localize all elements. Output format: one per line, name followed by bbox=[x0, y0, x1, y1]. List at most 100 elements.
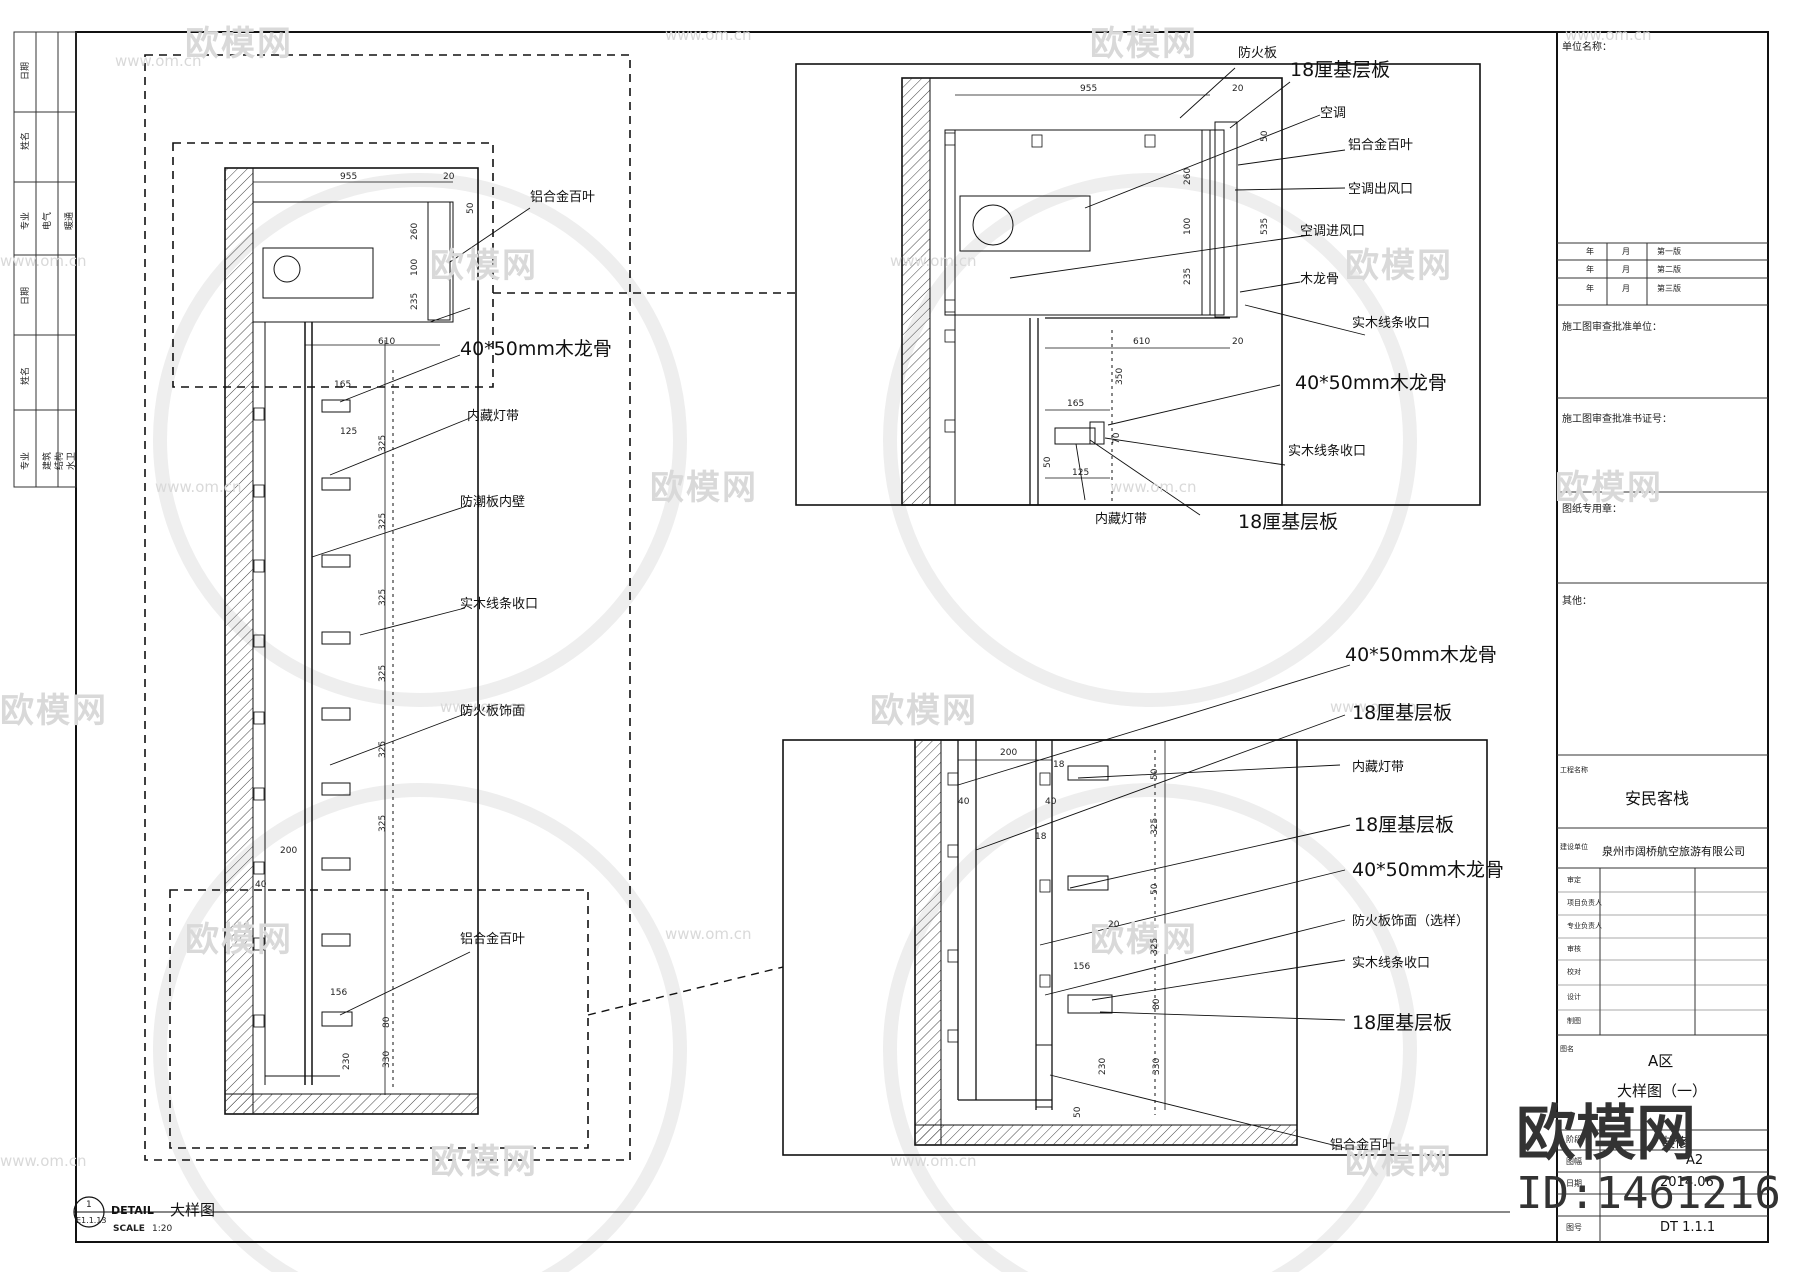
sign-row-label: 项目负责人 bbox=[1567, 899, 1602, 907]
dimension-label: 200 bbox=[280, 846, 298, 856]
watermark-logo: 欧模网 bbox=[870, 691, 978, 731]
callout-label: 铝合金百叶 bbox=[530, 190, 596, 205]
dimension-label: 50 bbox=[1150, 768, 1160, 780]
watermark-url: www.om.cn bbox=[155, 478, 242, 496]
revision-month: 月 bbox=[1622, 265, 1630, 274]
callout-label: 40*50mm木龙骨 bbox=[1345, 644, 1497, 666]
scale-value: 1:20 bbox=[152, 1224, 173, 1234]
dimension-label: 535 bbox=[1260, 217, 1270, 235]
watermark-stamp-name: 欧模网 bbox=[1516, 1099, 1696, 1169]
dimension-label: 18 bbox=[1053, 760, 1065, 770]
callout-label: 铝合金百叶 bbox=[1348, 138, 1414, 153]
dimension-label: 20 bbox=[1232, 84, 1244, 94]
strip-label: 日期 bbox=[21, 61, 31, 80]
revision-year: 年 bbox=[1586, 284, 1594, 293]
strip-label: 姓名 bbox=[21, 366, 31, 385]
callout-label: 18厘基层板 bbox=[1354, 814, 1455, 836]
date-label: 日期 bbox=[1566, 1179, 1582, 1188]
dimension-label: 50 bbox=[1043, 456, 1053, 468]
dimension-label: 40 bbox=[958, 797, 970, 807]
watermark-url: www.om.cn bbox=[665, 925, 752, 943]
sign-row-label: 审核 bbox=[1567, 945, 1581, 953]
other-label: 其他： bbox=[1562, 596, 1592, 607]
dimension-label: 350 bbox=[1115, 367, 1125, 385]
dimension-label: 200 bbox=[1000, 748, 1018, 758]
dimension-label: 325 bbox=[378, 512, 388, 530]
watermark-logo: 欧模网 bbox=[1345, 1142, 1453, 1182]
dimension-label: 18 bbox=[1035, 832, 1047, 842]
dimension-label: 100 bbox=[410, 258, 420, 276]
detail-number: 1 bbox=[86, 1200, 92, 1210]
dimension-label: 610 bbox=[1133, 337, 1151, 347]
dimension-label: 20 bbox=[1232, 337, 1244, 347]
callout-label: 40*50mm木龙骨 bbox=[1352, 859, 1504, 881]
stage-value: 装修 bbox=[1662, 1136, 1689, 1151]
project-label: 工程名称 bbox=[1560, 766, 1588, 774]
drawing-name-2: 大样图（一） bbox=[1617, 1082, 1708, 1100]
dimension-label: 260 bbox=[410, 222, 420, 240]
size-value: A2 bbox=[1686, 1153, 1704, 1168]
date-value: 2014.06 bbox=[1660, 1175, 1714, 1190]
revision-label: 第一版 bbox=[1657, 247, 1681, 256]
title-block-lines bbox=[1557, 242, 1768, 1242]
callout-label: 空调进风口 bbox=[1300, 224, 1366, 239]
dimension-label: 325 bbox=[378, 588, 388, 606]
watermark-url: www.om.cn bbox=[890, 1152, 977, 1170]
review-unit-label: 施工图审查批准单位： bbox=[1562, 322, 1662, 333]
dimension-label: 156 bbox=[1073, 962, 1091, 972]
revision-year: 年 bbox=[1586, 247, 1594, 256]
dimension-label: 156 bbox=[330, 988, 348, 998]
watermark-url: www.om.cn bbox=[665, 26, 752, 44]
callout-label: 18厘基层板 bbox=[1352, 1012, 1453, 1034]
callout-label: 18厘基层板 bbox=[1290, 59, 1391, 81]
size-label: 图幅 bbox=[1566, 1157, 1582, 1166]
left-detail bbox=[144, 54, 631, 1161]
strip-label: 专业 bbox=[21, 451, 31, 470]
watermark-logo: 欧模网 bbox=[430, 1142, 538, 1182]
dimension-label: 955 bbox=[340, 172, 358, 182]
detail-sheet-ref: E1.1.13 bbox=[76, 1216, 107, 1225]
watermark-logo: 欧模网 bbox=[430, 246, 538, 286]
revision-month: 月 bbox=[1622, 284, 1630, 293]
scale-label: SCALE bbox=[113, 1224, 145, 1234]
callout-label: 铝合金百叶 bbox=[460, 932, 526, 947]
drawing-label: 图名 bbox=[1560, 1045, 1574, 1053]
watermark-logo: 欧模网 bbox=[0, 691, 108, 731]
sign-row-label: 设计 bbox=[1567, 993, 1581, 1001]
dimension-label: 325 bbox=[378, 740, 388, 758]
watermark-url: www.om.cn bbox=[1565, 26, 1652, 44]
sign-row-label: 专业负责人 bbox=[1567, 922, 1602, 930]
callout-label: 防潮板内壁 bbox=[460, 495, 526, 510]
callout-label: 防火板 bbox=[1238, 46, 1278, 61]
callout-label: 40*50mm木龙骨 bbox=[1295, 372, 1447, 394]
dimension-label: 230 bbox=[342, 1052, 352, 1070]
dimension-label: 50 bbox=[1150, 883, 1160, 895]
watermark-logo: 欧模网 bbox=[1090, 24, 1198, 64]
dimension-label: 325 bbox=[1150, 937, 1160, 955]
callout-label: 防火板饰面 bbox=[460, 704, 526, 719]
callout-label: 木龙骨 bbox=[1300, 272, 1340, 287]
watermark-url: www.om.cn bbox=[0, 1152, 87, 1170]
callout-label: 内藏灯带 bbox=[1352, 760, 1405, 775]
dimension-label: 325 bbox=[378, 664, 388, 682]
dimension-label: 325 bbox=[1150, 817, 1160, 835]
watermark-logo: 欧模网 bbox=[185, 24, 293, 64]
watermark-url: www.om.cn bbox=[115, 52, 202, 70]
dimension-label: 330 bbox=[1152, 1057, 1162, 1075]
strip-label: 电气 bbox=[43, 211, 53, 230]
dimension-label: 165 bbox=[334, 380, 352, 390]
sheet-border bbox=[75, 31, 1769, 1243]
callout-label: 铝合金百叶 bbox=[1330, 1138, 1396, 1153]
strip-label: 日期 bbox=[21, 286, 31, 305]
dimension-label: 165 bbox=[1067, 399, 1085, 409]
revision-label: 第三版 bbox=[1657, 284, 1681, 293]
watermark-logo: 欧模网 bbox=[1555, 468, 1663, 508]
strip-label: 暖通 bbox=[65, 211, 75, 230]
left-strip-frame bbox=[13, 31, 77, 488]
watermark-logo: 欧模网 bbox=[1345, 246, 1453, 286]
detail-title-en: DETAIL bbox=[111, 1204, 154, 1217]
callout-label: 实木线条收口 bbox=[1352, 956, 1431, 971]
watermark-logo: 欧模网 bbox=[650, 468, 758, 508]
sign-row-label: 审定 bbox=[1567, 876, 1581, 884]
